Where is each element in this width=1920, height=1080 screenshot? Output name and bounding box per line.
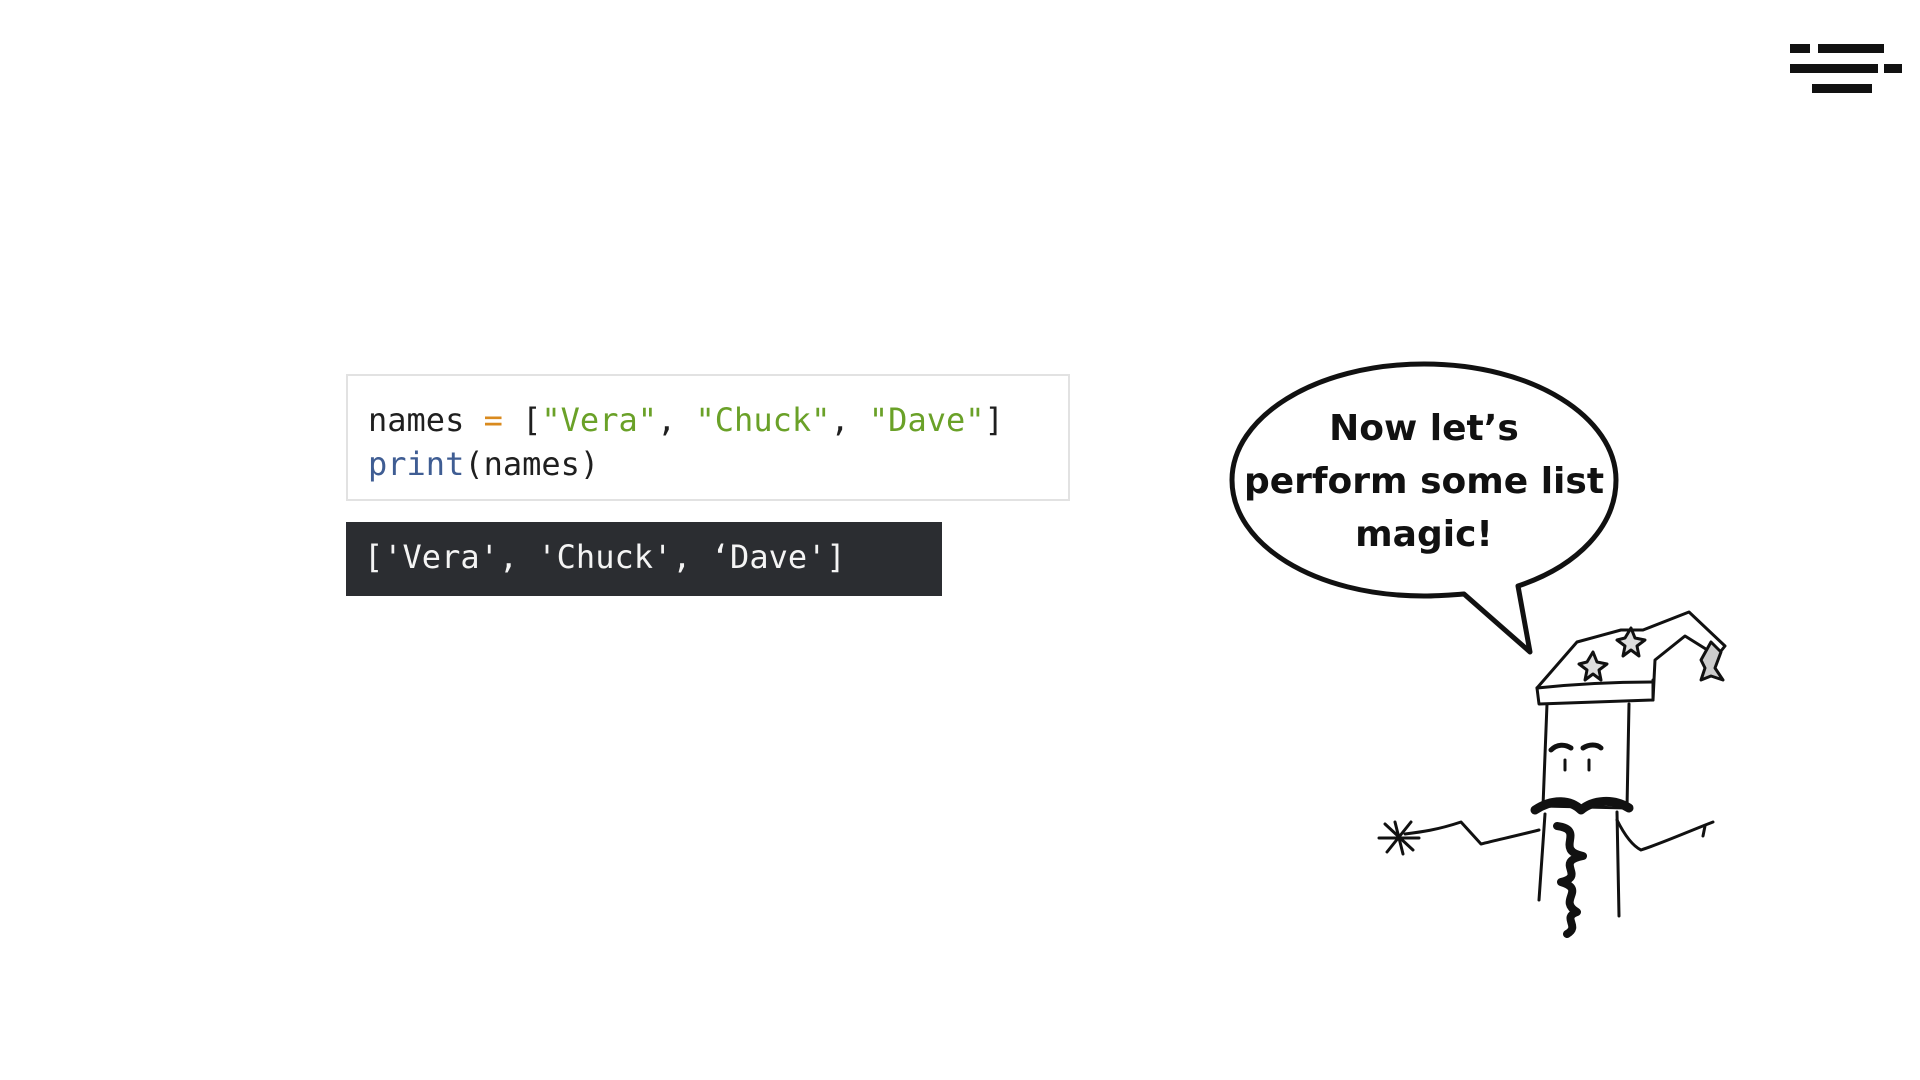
- code-separator: ,: [656, 401, 696, 439]
- code-separator: ,: [830, 401, 869, 439]
- code-string-chuck: "Chuck": [695, 401, 831, 439]
- wizard-illustration-icon: [1377, 610, 1727, 938]
- code-string-dave: "Dave": [868, 401, 985, 439]
- speech-line-3: magic!: [1355, 514, 1493, 555]
- speech-line-2: perform some list: [1243, 461, 1605, 502]
- code-line-2: print(names): [368, 442, 1068, 486]
- code-bracket-open: [: [502, 401, 542, 439]
- speech-bubble-icon: [1229, 361, 1619, 655]
- code-string-vera: "Vera": [541, 401, 657, 439]
- code-variable: names: [368, 401, 465, 439]
- code-operator: =: [483, 401, 503, 439]
- speech-bubble-text: Now let’s perform some list magic!: [1238, 402, 1610, 561]
- code-cell: names = ["Vera", "Chuck", "Dave"]print(n…: [346, 374, 1070, 501]
- brand-logo-icon: [1790, 44, 1902, 93]
- code-function: print: [368, 445, 465, 483]
- speech-line-1: Now let’s: [1329, 408, 1519, 449]
- output-text: ['Vera', 'Chuck', ‘Dave']: [364, 538, 846, 576]
- code-line-1: names = ["Vera", "Chuck", "Dave"]: [368, 398, 1068, 442]
- code-bracket-close: ]: [984, 401, 1004, 439]
- code-arguments: (names): [464, 445, 600, 483]
- output-cell: ['Vera', 'Chuck', ‘Dave']: [346, 522, 942, 596]
